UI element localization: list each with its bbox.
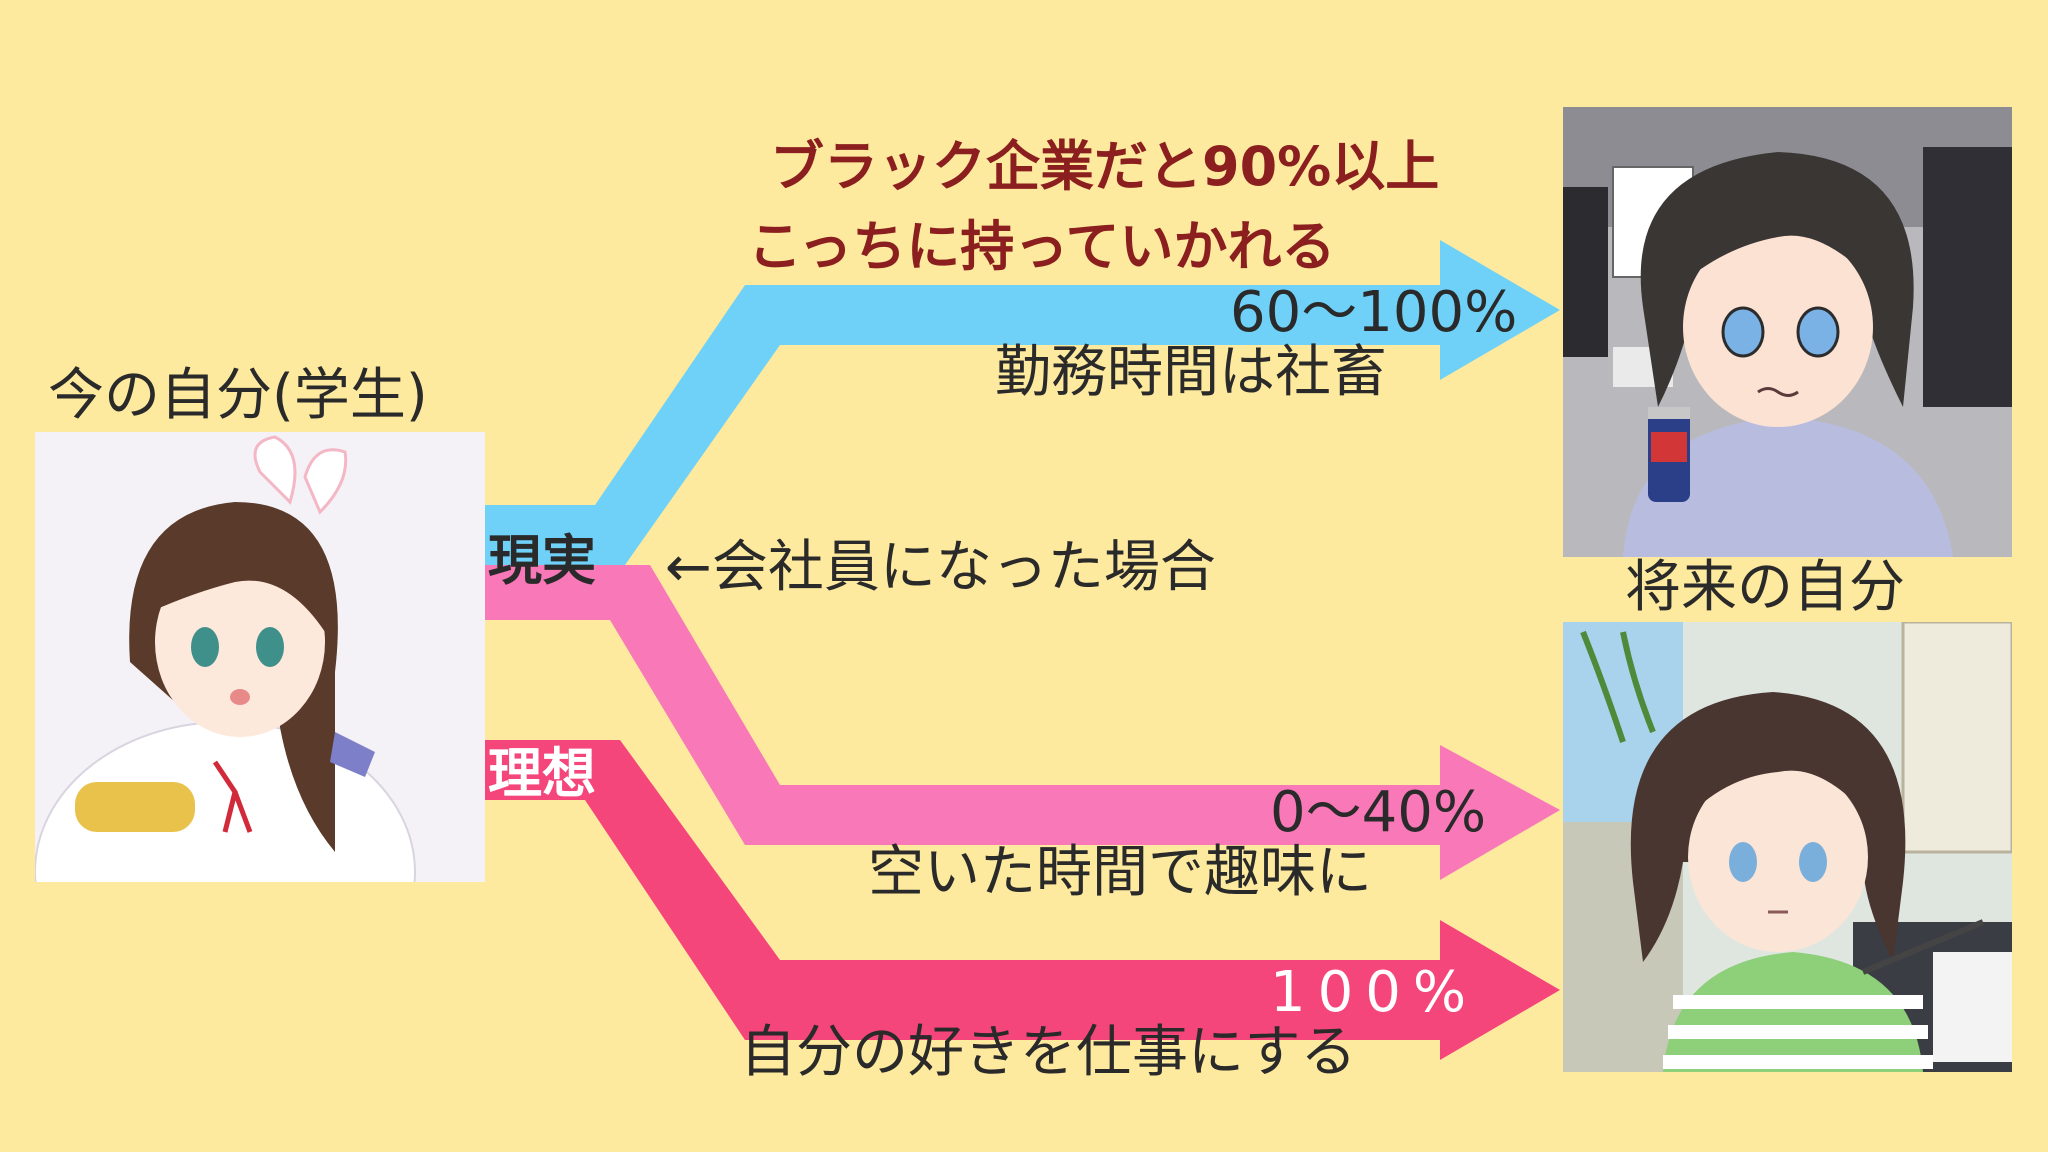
branch-blue-caption: 勤務時間は社畜	[995, 340, 1387, 405]
reality-label: 現実	[488, 529, 596, 592]
company-note: ←会社員になった場合	[665, 535, 1216, 600]
branch-hotpink-caption: 自分の好きを仕事にする	[740, 1020, 1357, 1085]
branch-pink-caption: 空いた時間で趣味に	[868, 840, 1372, 905]
artist-illustration	[1563, 622, 2012, 1072]
arrow-pink	[485, 565, 1560, 880]
student-illustration	[35, 432, 485, 882]
branch-hotpink-percent: 100%	[1270, 960, 1479, 1025]
black-company-line1: ブラック企業だと90%以上	[770, 135, 1440, 198]
current-self-label: 今の自分(学生)	[48, 363, 428, 428]
branch-pink-percent: 0〜40%	[1270, 780, 1487, 845]
black-company-line2: こっちに持っていかれる	[748, 215, 1336, 278]
office-worker-illustration	[1563, 107, 2012, 557]
branch-blue-percent: 60〜100%	[1230, 280, 1518, 345]
ideal-label: 理想	[488, 742, 596, 805]
future-self-label: 将来の自分	[1625, 555, 1905, 620]
arrow-hotpink	[485, 740, 1560, 1060]
arrow-blue	[485, 240, 1560, 565]
